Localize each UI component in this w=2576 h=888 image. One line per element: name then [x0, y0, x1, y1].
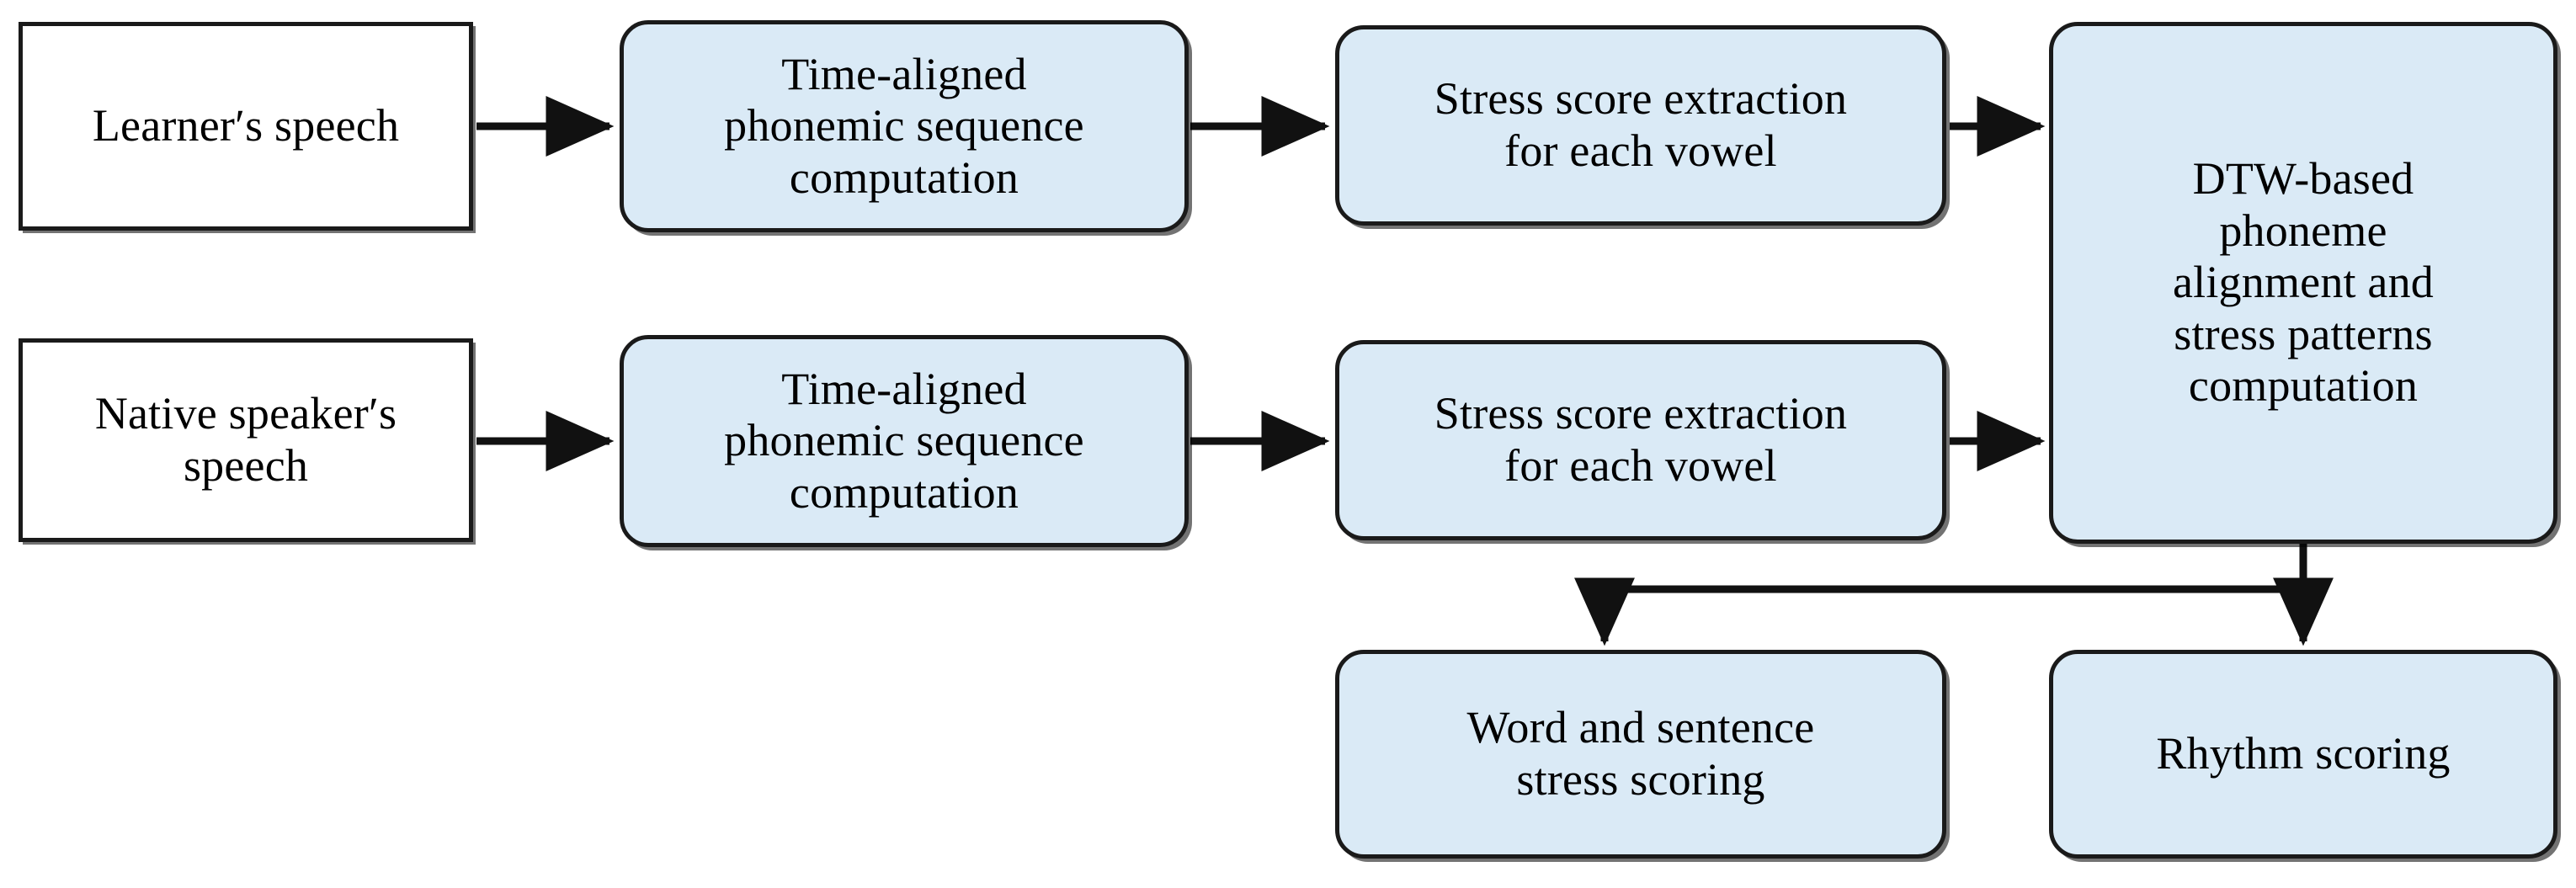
node-rhythm-scoring[interactable]: Rhythm scoring: [2049, 650, 2557, 859]
node-native-time-aligned[interactable]: Time-aligned phonemic sequence computati…: [620, 335, 1189, 547]
node-word-sentence-stress-scoring-label: Word and sentence stress scoring: [1466, 702, 1815, 805]
node-learner-time-aligned-label: Time-aligned phonemic sequence computati…: [724, 48, 1084, 203]
node-native-time-aligned-label: Time-aligned phonemic sequence computati…: [724, 363, 1084, 518]
node-dtw-alignment-label: DTW-based phoneme alignment and stress p…: [2172, 153, 2434, 412]
node-learner-speech-label: Learner′s speech: [92, 100, 400, 152]
node-native-speech-label: Native speaker′s speech: [94, 388, 397, 491]
node-learner-stress-extraction[interactable]: Stress score extraction for each vowel: [1335, 25, 1946, 226]
node-native-stress-extraction[interactable]: Stress score extraction for each vowel: [1335, 340, 1946, 540]
node-rhythm-scoring-label: Rhythm scoring: [2156, 728, 2451, 779]
node-native-speech[interactable]: Native speaker′s speech: [19, 338, 473, 542]
node-learner-stress-extraction-label: Stress score extraction for each vowel: [1434, 73, 1848, 176]
node-native-stress-extraction-label: Stress score extraction for each vowel: [1434, 388, 1848, 491]
node-dtw-alignment[interactable]: DTW-based phoneme alignment and stress p…: [2049, 22, 2557, 544]
node-learner-time-aligned[interactable]: Time-aligned phonemic sequence computati…: [620, 20, 1189, 232]
node-word-sentence-stress-scoring[interactable]: Word and sentence stress scoring: [1335, 650, 1946, 859]
node-learner-speech[interactable]: Learner′s speech: [19, 22, 473, 231]
arrow-dtw-to-word-sentence-stress: [1574, 577, 2303, 646]
